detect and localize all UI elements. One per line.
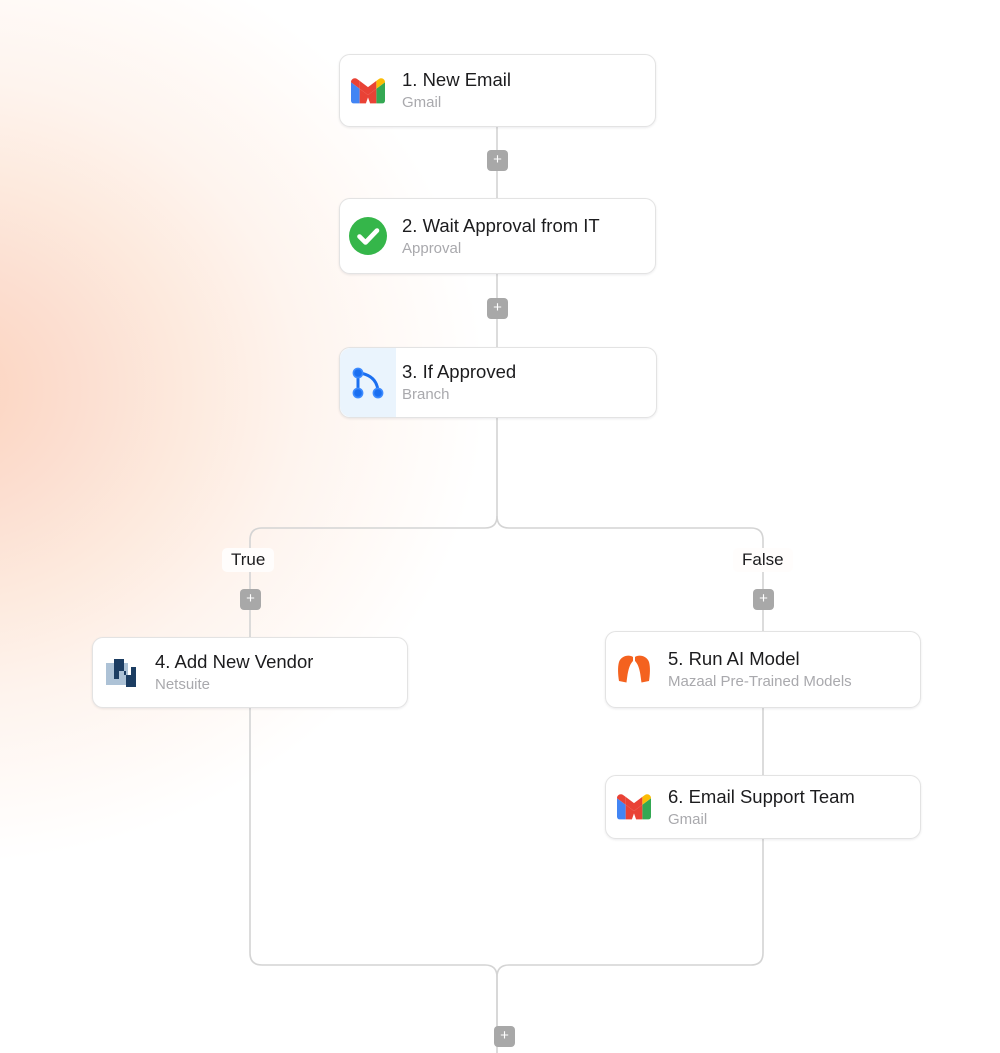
mazaal-icon: [618, 655, 650, 682]
add-step-button-merge[interactable]: +: [494, 1026, 515, 1047]
node-title: 2. Wait Approval from IT: [402, 214, 600, 236]
node-text-block: 2. Wait Approval from IT Approval: [396, 214, 600, 259]
node-title: 5. Run AI Model: [668, 648, 800, 670]
node-text-block: 1. New Email Gmail: [396, 68, 511, 113]
node-text-block: 4. Add New Vendor Netsuite: [149, 650, 313, 695]
add-step-button-after-node-2[interactable]: +: [487, 298, 508, 319]
workflow-node-if-approved[interactable]: 3. If Approved Branch: [339, 347, 657, 418]
workflow-node-wait-approval[interactable]: 2. Wait Approval from IT Approval: [339, 198, 656, 274]
node-text-block: 3. If Approved Branch: [396, 360, 516, 405]
branch-label-false: False: [733, 548, 793, 572]
node-icon-container: [606, 632, 662, 707]
node-subtitle: Mazaal Pre-Trained Models: [668, 673, 852, 691]
workflow-node-new-email[interactable]: 1. New Email Gmail: [339, 54, 656, 127]
workflow-node-add-new-vendor[interactable]: 4. Add New Vendor Netsuite: [92, 637, 408, 708]
gmail-icon: [617, 794, 651, 820]
approval-check-icon: [349, 217, 387, 255]
node-title: 1. New Email: [402, 69, 511, 91]
node-title: 3. If Approved: [402, 361, 517, 383]
node-subtitle: Gmail: [402, 94, 442, 112]
branch-icon: [352, 367, 384, 398]
node-icon-container: [340, 55, 396, 126]
node-subtitle: Gmail: [668, 810, 708, 828]
workflow-node-email-support-team[interactable]: 6. Email Support Team Gmail: [605, 775, 921, 839]
node-icon-container: [93, 638, 149, 707]
node-subtitle: Approval: [402, 239, 462, 257]
add-step-button-false-branch[interactable]: +: [753, 589, 774, 610]
branch-label-true: True: [222, 548, 275, 572]
node-subtitle: Netsuite: [155, 676, 211, 694]
node-icon-container: [606, 776, 662, 838]
node-title: 6. Email Support Team: [668, 785, 855, 807]
node-text-block: 6. Email Support Team Gmail: [662, 785, 855, 830]
add-step-button-after-node-1[interactable]: +: [487, 150, 508, 171]
gmail-icon: [351, 77, 385, 103]
node-subtitle: Branch: [402, 386, 450, 404]
node-title: 4. Add New Vendor: [155, 651, 314, 673]
node-icon-container: [340, 348, 396, 417]
node-icon-container: [340, 199, 396, 273]
node-text-block: 5. Run AI Model Mazaal Pre-Trained Model…: [662, 647, 852, 692]
workflow-node-run-ai-model[interactable]: 5. Run AI Model Mazaal Pre-Trained Model…: [605, 631, 921, 708]
netsuite-icon: [106, 658, 136, 687]
add-step-button-true-branch[interactable]: +: [240, 589, 261, 610]
